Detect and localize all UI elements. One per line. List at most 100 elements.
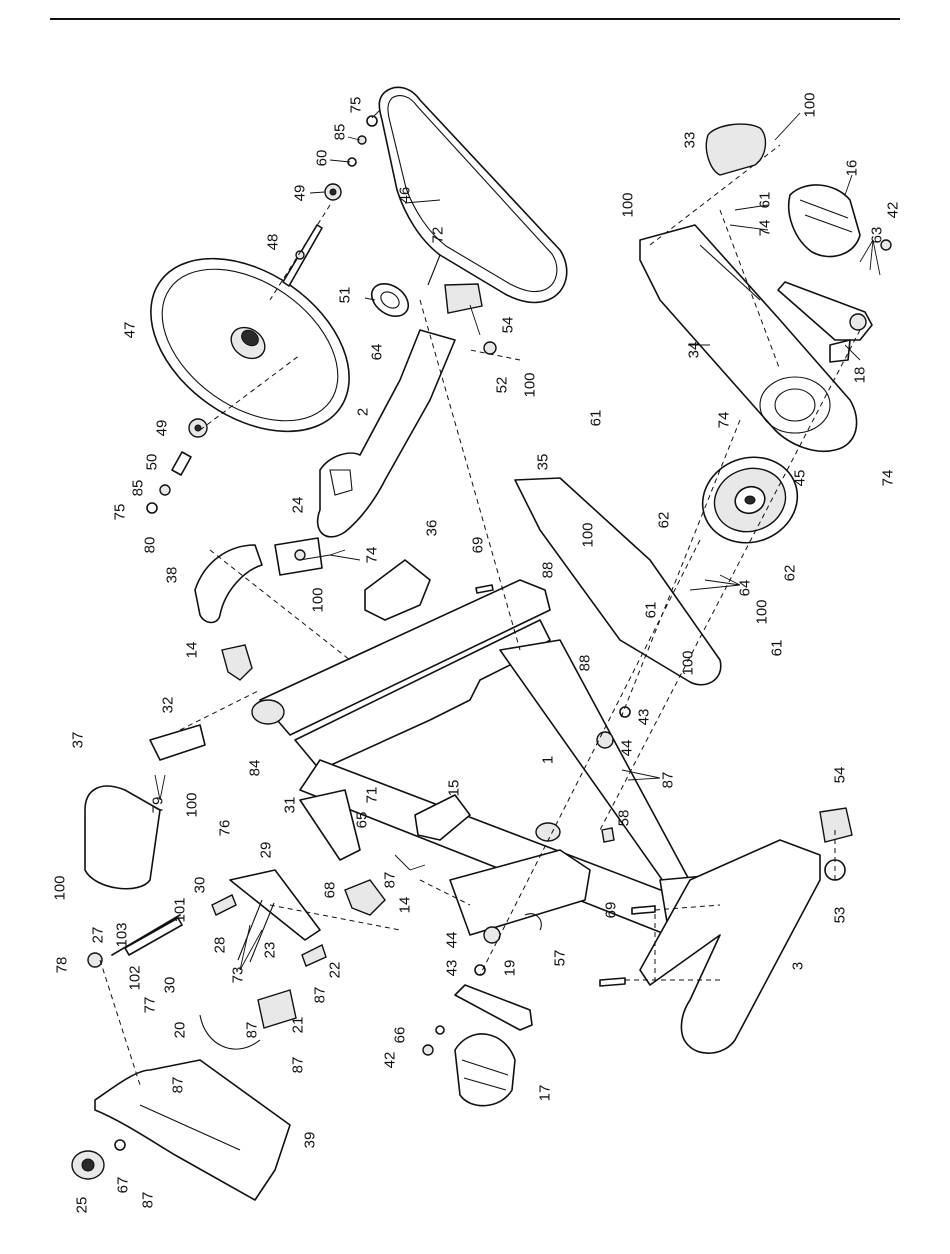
part-label-100: 100 xyxy=(52,875,69,900)
part-label-78: 78 xyxy=(54,957,71,974)
clip-57 xyxy=(524,913,542,931)
part-label-17: 17 xyxy=(537,1085,554,1102)
part-label-87: 87 xyxy=(140,1192,157,1209)
washer-43-lower xyxy=(474,964,486,976)
part-label-100: 100 xyxy=(802,92,819,117)
rods-73 xyxy=(237,899,263,961)
pulley-51 xyxy=(370,282,410,318)
end-cap-54-upper xyxy=(444,283,483,314)
main-frame-1 xyxy=(251,579,721,941)
part-label-74: 74 xyxy=(757,220,774,237)
part-label-74: 74 xyxy=(716,412,733,429)
leader-lines xyxy=(154,109,881,971)
bolt-72 xyxy=(427,254,441,286)
part-label-63: 63 xyxy=(869,227,886,244)
part-label-44: 44 xyxy=(444,932,461,949)
bearing-44-lower xyxy=(483,926,501,944)
part-label-65: 65 xyxy=(354,812,371,829)
part-label-32: 32 xyxy=(160,697,177,714)
part-label-14: 14 xyxy=(397,897,414,914)
nut-75-lower xyxy=(146,502,158,514)
part-label-61: 61 xyxy=(769,640,786,657)
drive-pulley-45 xyxy=(701,456,799,544)
part-label-100: 100 xyxy=(620,192,637,217)
shaft-27 xyxy=(111,914,181,956)
part-label-60: 60 xyxy=(314,150,331,167)
part-label-67: 67 xyxy=(115,1177,132,1194)
part-label-68: 68 xyxy=(322,882,339,899)
part-label-62: 62 xyxy=(656,512,673,529)
part-label-76: 76 xyxy=(217,820,234,837)
part-label-1: 1 xyxy=(540,756,557,764)
bolt-69-lower-a xyxy=(631,905,656,915)
part-label-54: 54 xyxy=(500,317,517,334)
part-label-24: 24 xyxy=(290,497,307,514)
spring-22 xyxy=(301,944,327,967)
part-label-87: 87 xyxy=(290,1057,307,1074)
part-label-64: 64 xyxy=(369,344,386,361)
drive-belt-46 xyxy=(378,86,568,304)
chain-guard-34 xyxy=(639,224,858,453)
knob-78 xyxy=(87,952,103,968)
washer-67 xyxy=(114,1139,126,1151)
part-label-100: 100 xyxy=(522,372,539,397)
part-label-69: 69 xyxy=(603,902,620,919)
part-label-44: 44 xyxy=(619,740,636,757)
part-label-37: 37 xyxy=(70,732,87,749)
part-label-3: 3 xyxy=(790,962,807,970)
part-label-31: 31 xyxy=(282,797,299,814)
part-label-18: 18 xyxy=(852,367,869,384)
knob-14-lower xyxy=(344,879,386,916)
washer-66 xyxy=(435,1025,445,1035)
part-label-2: 2 xyxy=(355,408,372,416)
part-label-100: 100 xyxy=(184,792,201,817)
part-label-87: 87 xyxy=(660,772,677,789)
part-label-100: 100 xyxy=(310,587,327,612)
part-label-42: 42 xyxy=(885,202,902,219)
part-label-87: 87 xyxy=(244,1022,261,1039)
part-label-85: 85 xyxy=(130,480,147,497)
part-label-28: 28 xyxy=(212,937,229,954)
nut-85-upper xyxy=(357,135,367,145)
pedal-16 xyxy=(788,184,861,258)
end-cap-33 xyxy=(705,123,767,176)
part-label-50: 50 xyxy=(144,454,161,471)
part-label-71: 71 xyxy=(364,787,381,804)
part-label-75: 75 xyxy=(112,504,129,521)
roller-52 xyxy=(483,341,497,355)
shroud-38 xyxy=(194,544,263,624)
rear-arm-2 xyxy=(316,329,456,538)
part-label-61: 61 xyxy=(643,602,660,619)
front-stabilizer-3 xyxy=(639,839,821,1054)
part-label-74: 74 xyxy=(364,547,381,564)
part-label-87: 87 xyxy=(170,1077,187,1094)
part-label-54: 54 xyxy=(832,767,849,784)
sensor-58 xyxy=(601,827,615,843)
part-label-23: 23 xyxy=(262,942,279,959)
part-label-22: 22 xyxy=(327,962,344,979)
shroud-39 xyxy=(94,1059,291,1201)
part-label-80: 80 xyxy=(142,537,159,554)
axle-48 xyxy=(282,224,323,287)
part-label-75: 75 xyxy=(348,97,365,114)
part-label-72: 72 xyxy=(430,227,447,244)
part-label-48: 48 xyxy=(265,234,282,251)
part-label-66: 66 xyxy=(392,1027,409,1044)
nut-75-upper xyxy=(366,115,378,127)
part-label-47: 47 xyxy=(122,322,139,339)
part-label-38: 38 xyxy=(164,567,181,584)
part-label-46: 46 xyxy=(397,187,414,204)
part-label-42: 42 xyxy=(382,1052,399,1069)
spacer-50 xyxy=(171,451,192,476)
parts-drawing xyxy=(71,86,892,1201)
part-label-49: 49 xyxy=(292,185,309,202)
part-label-87: 87 xyxy=(312,987,329,1004)
part-label-58: 58 xyxy=(616,810,633,827)
nut-42-right xyxy=(880,239,892,251)
spring-28 xyxy=(211,894,237,916)
part-label-84: 84 xyxy=(247,760,264,777)
part-label-21: 21 xyxy=(290,1017,307,1034)
